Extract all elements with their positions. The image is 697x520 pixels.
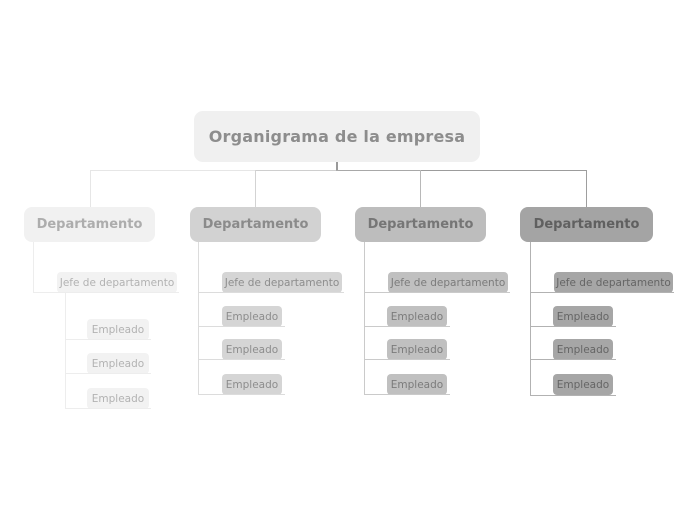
- employee-3-2-connector-line: [364, 359, 450, 360]
- department-node-1[interactable]: Departamento: [24, 207, 155, 242]
- manager-1-trunk-line: [65, 292, 66, 408]
- connector-rail-segment-2: [255, 170, 336, 171]
- department-node-3[interactable]: Departamento: [355, 207, 486, 242]
- manager-1-connector-line: [33, 292, 179, 293]
- employee-3-3-connector-line: [364, 394, 450, 395]
- employee-node-4-3[interactable]: Empleado: [553, 374, 613, 395]
- connector-rail-segment-1: [90, 170, 255, 171]
- employee-2-2-connector-line: [198, 359, 285, 360]
- employee-4-2-connector-line: [530, 359, 616, 360]
- manager-2-connector-line: [198, 292, 344, 293]
- employee-4-3-connector-line: [530, 395, 616, 396]
- department-2-trunk-line: [198, 242, 199, 394]
- employee-node-4-2[interactable]: Empleado: [553, 339, 613, 360]
- root-node[interactable]: Organigrama de la empresa: [194, 111, 480, 162]
- employee-node-2-3[interactable]: Empleado: [222, 374, 282, 395]
- department-1-trunk-line: [33, 242, 34, 292]
- manager-node-1[interactable]: Jefe de departamento: [57, 272, 177, 293]
- employee-node-3-2[interactable]: Empleado: [387, 339, 447, 360]
- employee-node-3-3[interactable]: Empleado: [387, 374, 447, 395]
- department-4-trunk-line: [530, 242, 531, 395]
- employee-1-3-connector-line: [65, 408, 151, 409]
- employee-node-1-1[interactable]: Empleado: [87, 319, 149, 340]
- manager-node-3[interactable]: Jefe de departamento: [388, 272, 508, 293]
- branch-drop-line-2: [255, 170, 256, 207]
- connector-rail-segment-4: [420, 170, 586, 171]
- connector-rail-segment-3: [336, 170, 420, 171]
- employee-node-1-2[interactable]: Empleado: [87, 353, 149, 374]
- manager-node-2[interactable]: Jefe de departamento: [222, 272, 342, 293]
- department-node-4[interactable]: Departamento: [520, 207, 653, 242]
- branch-drop-line-1: [90, 170, 91, 207]
- employee-2-3-connector-line: [198, 394, 285, 395]
- employee-2-1-connector-line: [198, 326, 285, 327]
- employee-3-1-connector-line: [364, 326, 450, 327]
- employee-node-3-1[interactable]: Empleado: [387, 306, 447, 327]
- department-node-2[interactable]: Departamento: [190, 207, 321, 242]
- root-connector-stub: [336, 162, 338, 170]
- department-3-trunk-line: [364, 242, 365, 394]
- manager-3-connector-line: [364, 292, 510, 293]
- employee-1-2-connector-line: [65, 373, 151, 374]
- employee-4-1-connector-line: [530, 326, 616, 327]
- employee-node-2-1[interactable]: Empleado: [222, 306, 282, 327]
- employee-node-2-2[interactable]: Empleado: [222, 339, 282, 360]
- employee-1-1-connector-line: [65, 339, 151, 340]
- branch-drop-line-3: [420, 170, 421, 207]
- employee-node-1-3[interactable]: Empleado: [87, 388, 149, 409]
- manager-node-4[interactable]: Jefe de departamento: [554, 272, 673, 293]
- branch-drop-line-4: [586, 170, 587, 207]
- manager-4-connector-line: [530, 292, 674, 293]
- employee-node-4-1[interactable]: Empleado: [553, 306, 613, 327]
